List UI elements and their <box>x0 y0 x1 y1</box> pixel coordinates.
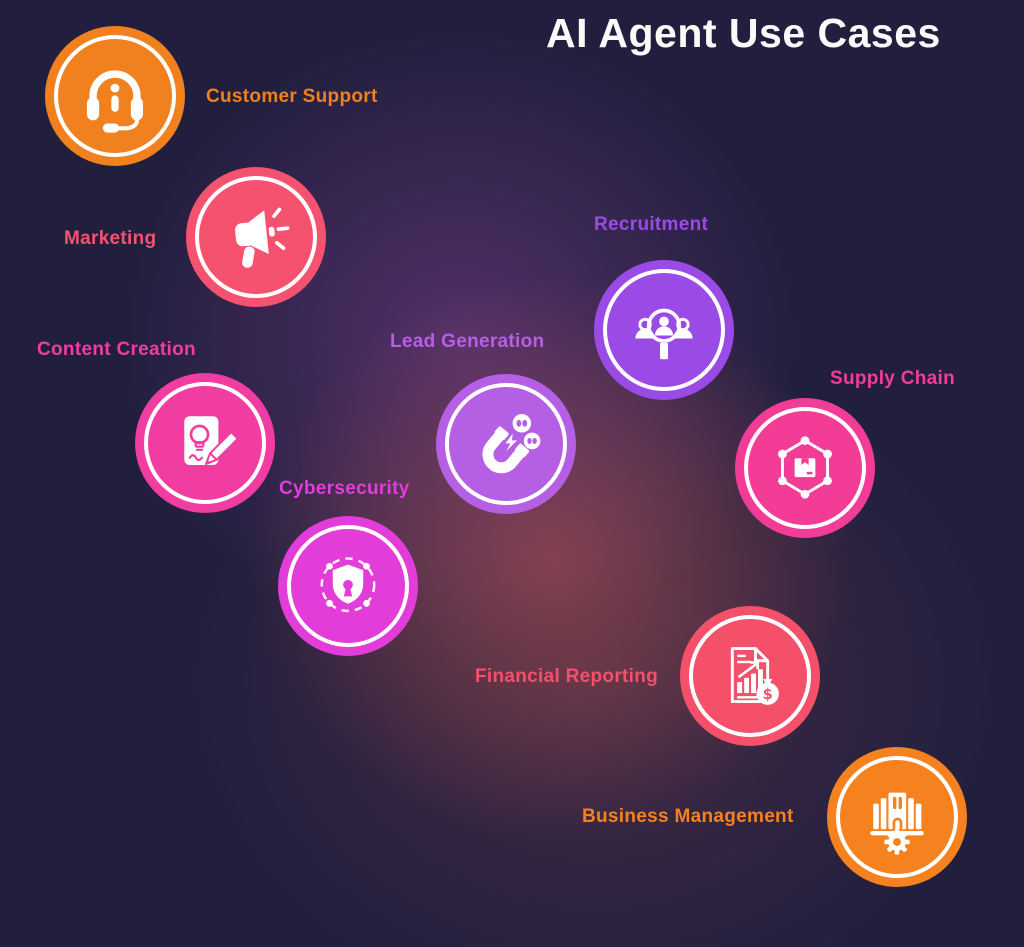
label-business-management: Business Management <box>582 806 794 827</box>
people-magnifier-icon <box>635 308 693 360</box>
node-ring <box>836 756 958 878</box>
node-ring <box>287 525 409 647</box>
node-ring <box>603 269 725 391</box>
headset-icon <box>86 70 144 133</box>
node-financial-reporting: $ <box>680 606 820 746</box>
node-cybersecurity <box>278 516 418 656</box>
node-ring <box>195 176 317 298</box>
node-ring <box>54 35 176 157</box>
node-recruitment <box>594 260 734 400</box>
network-box-icon <box>778 436 832 499</box>
report-chart-icon: $ <box>730 647 779 705</box>
label-customer-support: Customer Support <box>206 86 378 107</box>
shield-lock-icon <box>320 557 376 613</box>
node-ring <box>144 382 266 504</box>
node-lead-generation <box>436 374 576 514</box>
label-lead-generation: Lead Generation <box>390 331 545 352</box>
node-supply-chain <box>735 398 875 538</box>
label-marketing: Marketing <box>64 228 157 249</box>
megaphone-icon <box>235 207 290 268</box>
node-ring <box>744 407 866 529</box>
label-financial-reporting: Financial Reporting <box>475 666 659 687</box>
label-cybersecurity: Cybersecurity <box>279 478 410 499</box>
label-supply-chain: Supply Chain <box>830 368 955 389</box>
node-customer-support <box>45 26 185 166</box>
node-marketing <box>186 167 326 307</box>
node-content-creation <box>135 373 275 513</box>
label-recruitment: Recruitment <box>594 214 709 235</box>
document-pencil-icon <box>184 416 239 465</box>
node-ring <box>445 383 567 505</box>
page-title: AI Agent Use Cases <box>546 10 941 56</box>
building-gear-icon <box>870 792 924 855</box>
magnet-icon <box>482 414 541 474</box>
node-business-management <box>827 747 967 887</box>
node-ring <box>689 615 811 737</box>
label-content-creation: Content Creation <box>37 339 196 360</box>
svg-text:$: $ <box>763 686 773 703</box>
